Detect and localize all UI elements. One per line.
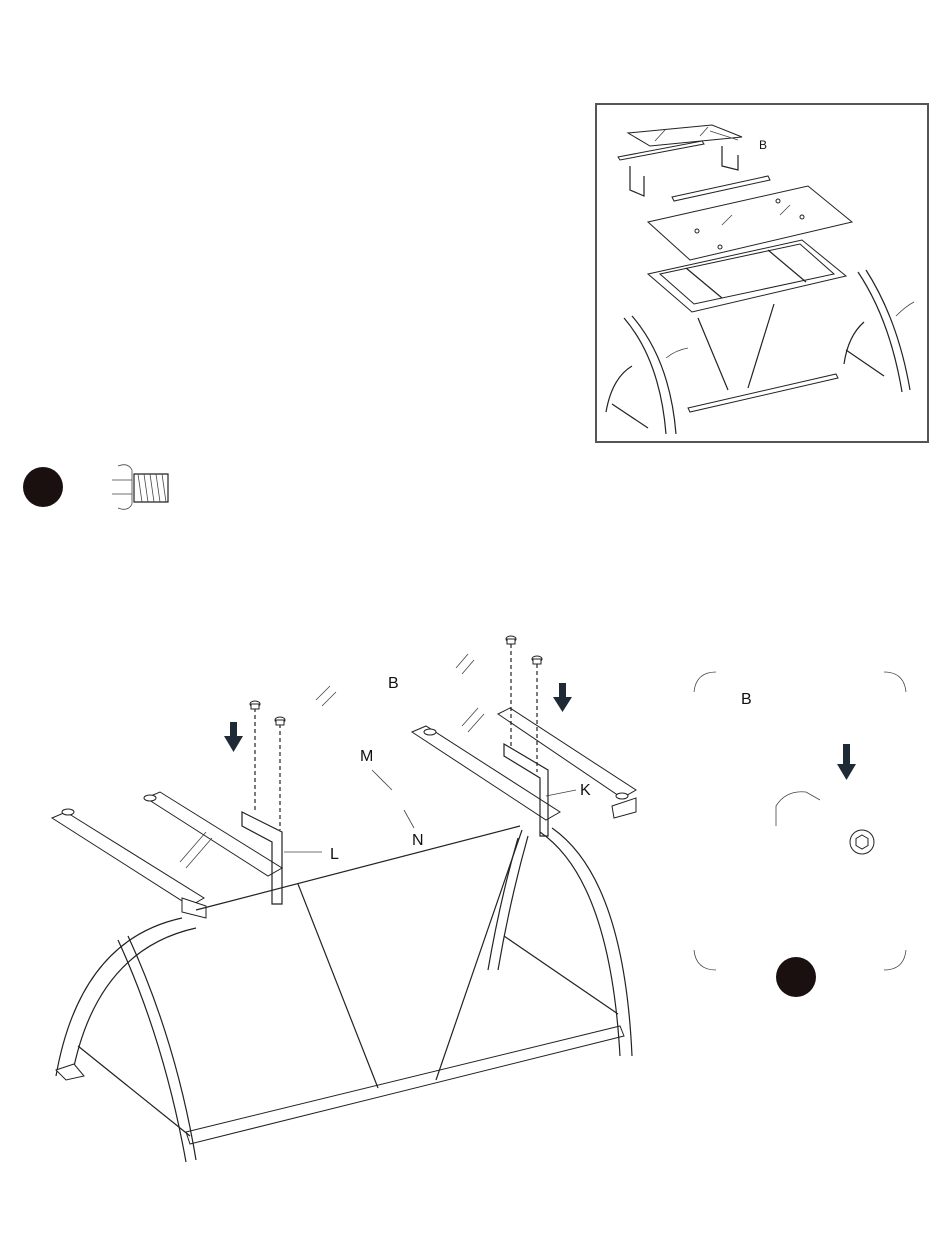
main-label-l: L <box>330 846 339 863</box>
detail-label-b: B <box>741 691 752 708</box>
exploded-view-panel: B <box>596 104 928 442</box>
right-arch-outer <box>540 828 632 1056</box>
hex-bolt-icon <box>850 830 874 854</box>
left-inner-rail <box>146 792 282 876</box>
main-label-b: B <box>388 675 399 692</box>
left-foot-arch <box>606 366 632 412</box>
diagonal-rod-right <box>436 830 522 1080</box>
left-arch-leg <box>624 316 676 434</box>
main-label-k: K <box>580 782 591 799</box>
step-dot-icon <box>23 467 63 507</box>
diagonal-rod-left <box>298 884 378 1088</box>
right-arch-inner <box>488 836 528 970</box>
down-arrow-icon <box>553 683 572 712</box>
bracket-right <box>722 146 738 170</box>
detail-view-corners <box>694 672 906 970</box>
bracket-left <box>630 166 644 196</box>
step-dot-icon <box>776 957 816 997</box>
back-stretcher <box>196 826 520 910</box>
down-arrow-icon <box>224 722 243 752</box>
screw-cap-4 <box>532 656 542 664</box>
screw-cap-3 <box>506 636 516 644</box>
right-arch-leg <box>858 270 910 392</box>
left-arch-inner <box>118 936 196 1162</box>
support-bar <box>672 176 770 201</box>
right-foot-arch <box>844 322 864 364</box>
screw-cap-2 <box>275 717 285 725</box>
overview-label-b: B <box>759 138 767 152</box>
bottom-stretcher <box>688 374 838 412</box>
screw-icon <box>112 465 168 510</box>
down-arrow-icon <box>837 744 856 780</box>
desk-frame <box>648 240 846 312</box>
detail-bracket <box>776 792 820 826</box>
main-label-m: M <box>360 748 373 765</box>
main-label-n: N <box>412 832 424 849</box>
screw-cap-1 <box>250 701 260 709</box>
left-arch-outer <box>56 918 196 1076</box>
detail-view-panel: B <box>694 672 906 997</box>
front-bottom-stretcher <box>186 1026 624 1144</box>
main-assembly-view: B M N K L <box>52 636 636 1162</box>
left-side-rail <box>52 812 204 906</box>
